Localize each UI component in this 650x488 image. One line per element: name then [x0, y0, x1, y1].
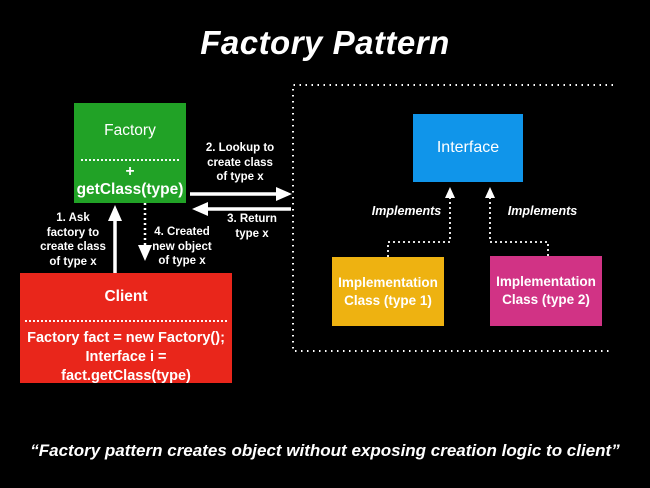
factory-method: + getClass(type) — [76, 163, 184, 198]
implementation-2-label: Implementation Class (type 2) — [496, 274, 596, 307]
edge-label-lookup: 2. Lookup to create class of type x — [205, 142, 275, 183]
client-title: Client — [104, 287, 148, 305]
factory-title: Factory — [104, 122, 156, 139]
slide-quote: “Factory pattern creates object without … — [30, 441, 620, 460]
interface-title: Interface — [436, 139, 500, 156]
implementation-1-label: Implementation Class (type 1) — [338, 274, 438, 308]
node-factory: Factory + getClass(type) — [74, 103, 186, 203]
node-client: Client Factory fact = new Factory(); Int… — [20, 273, 232, 384]
client-separator — [25, 320, 227, 322]
edge-label-ask: 1. Ask factory to create class of type x — [40, 212, 106, 268]
implements-label-left: Implements — [371, 204, 442, 218]
factory-separator — [81, 159, 179, 161]
implements-label-right: Implements — [507, 204, 578, 218]
arrow-implements-1 — [387, 187, 455, 257]
client-code: Factory fact = new Factory(); Interface … — [27, 330, 225, 384]
edge-label-created: 4. Created new object of type x — [152, 226, 212, 267]
node-implementation-1: Implementation Class (type 1) — [332, 257, 444, 326]
node-implementation-2: Implementation Class (type 2) — [490, 256, 602, 326]
edge-label-return: 3. Return type x — [227, 213, 277, 240]
node-interface: Interface — [413, 114, 523, 182]
slide-title: Factory Pattern — [200, 24, 450, 61]
arrow-implements-2 — [485, 187, 549, 256]
